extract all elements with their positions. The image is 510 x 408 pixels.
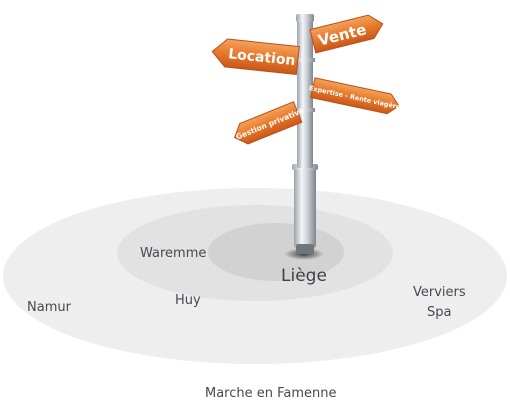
sign-location[interactable]: Location bbox=[211, 38, 300, 75]
sign-vente[interactable]: Vente bbox=[309, 12, 386, 54]
sign-expertise[interactable]: Expertise - Rente viagère bbox=[307, 77, 403, 116]
city-namur: Namur bbox=[27, 300, 71, 315]
signpost-pole bbox=[292, 14, 318, 254]
sign-location-label: Location bbox=[228, 46, 297, 69]
city-liege: Liège bbox=[281, 266, 327, 286]
city-huy: Huy bbox=[175, 293, 201, 308]
city-marche: Marche en Famenne bbox=[205, 386, 337, 401]
city-verviers: Verviers bbox=[413, 285, 466, 300]
sign-gestion[interactable]: Gestion privative bbox=[231, 99, 308, 147]
city-waremme: Waremme bbox=[140, 246, 207, 261]
city-spa: Spa bbox=[427, 305, 452, 320]
